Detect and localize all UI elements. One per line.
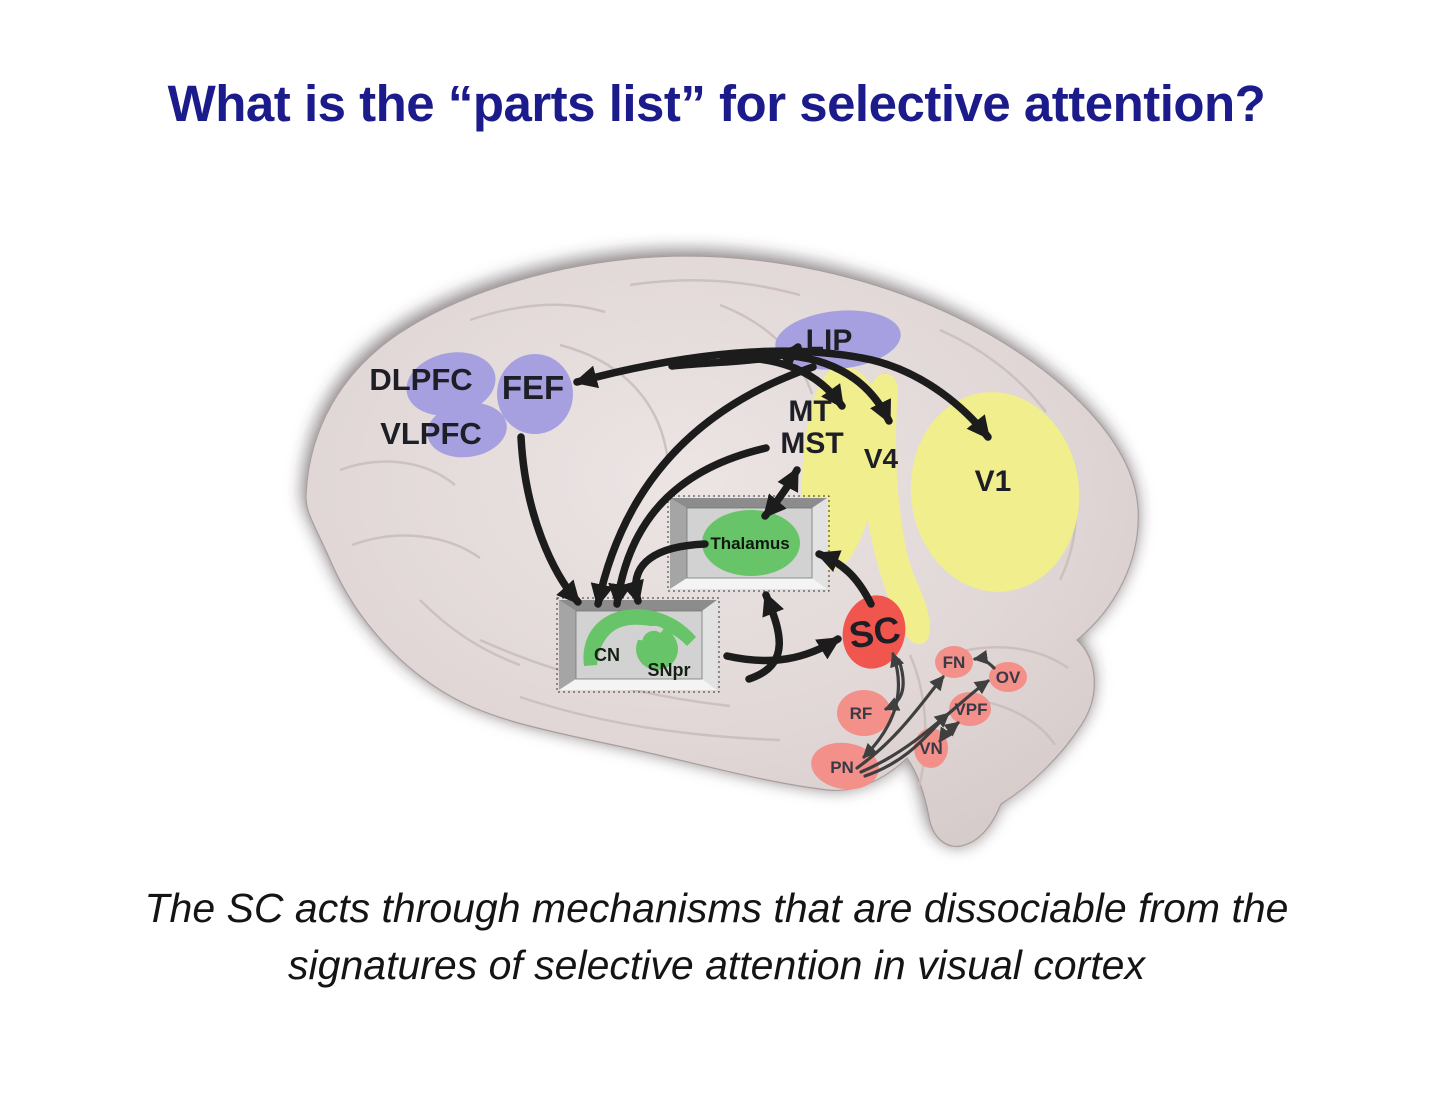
rf-label: RF (850, 704, 873, 723)
arrow-lip-to-bg (590, 363, 817, 608)
sulcus-line (351, 534, 481, 560)
sulcus-line (629, 278, 801, 297)
vlpfc-label: VLPFC (380, 416, 482, 451)
fef-shape (497, 354, 573, 434)
v4-label: V4 (864, 443, 899, 474)
arrow-bg-to-thalamus (745, 591, 785, 683)
ov-shape (989, 662, 1027, 692)
cn-shape (583, 609, 696, 666)
box-bevel-right (812, 498, 827, 589)
region-labels: DLPFC VLPFC FEF LIP MT MST V4 V1 SC (369, 324, 1011, 656)
thalamus-shape (702, 510, 800, 576)
snpr-label: SNpr (647, 660, 690, 680)
page-title: What is the “parts list” for selective a… (167, 75, 1266, 132)
major-pathways (517, 343, 992, 683)
slide-caption: The SC acts through mechanisms that are … (0, 880, 1433, 993)
dlpfc-shape (406, 352, 496, 416)
arrow-trunk-to-mt (720, 353, 846, 410)
lip-label: LIP (806, 324, 853, 357)
box-bevel-left (559, 600, 576, 690)
arrow-vpf-vn (938, 721, 960, 743)
pn-label: PN (830, 758, 854, 777)
arrow-mst-to-bg (608, 444, 770, 608)
ov-label: OV (996, 668, 1021, 687)
vpf-shape (949, 692, 991, 726)
vpf-label: VPF (954, 700, 987, 719)
arrow-pn-to-fn (855, 675, 945, 770)
arrow-fef-to-bg (517, 433, 582, 606)
sulcus-line (908, 654, 927, 791)
sulcus-line (339, 460, 456, 486)
vn-label: VN (919, 739, 943, 758)
sulcus-line (469, 303, 606, 322)
box-bevel-top (670, 498, 827, 508)
arrow-sc-to-rf (883, 658, 905, 711)
thalamus-label: Thalamus (710, 534, 789, 553)
arrow-ov-to-fn (972, 649, 996, 670)
sulcus-line (519, 695, 781, 742)
arrow-snpr-to-sc (723, 635, 842, 665)
sulcus-line (419, 599, 521, 667)
dlpfc-label: DLPFC (369, 362, 472, 397)
caption-line-1: The SC acts through mechanisms that are … (144, 885, 1289, 931)
vlpfc-shape (427, 402, 507, 458)
arrow-sc-to-thalamus (815, 550, 875, 608)
v1-label: V1 (975, 465, 1012, 498)
arrow-mst-thalamus (761, 466, 801, 520)
snpr-curl (637, 625, 664, 641)
basal-ganglia-box: CN SNpr (556, 597, 720, 693)
sc-label: SC (846, 609, 903, 657)
pn-shape (811, 742, 879, 790)
box-bevel-bottom (559, 679, 717, 690)
mst-label: MST (780, 427, 843, 460)
box-bevel-right (702, 600, 717, 690)
fef-label: FEF (502, 369, 564, 406)
mt-label: MT (788, 395, 831, 428)
fn-shape (935, 646, 973, 678)
sc-region (842, 595, 906, 669)
arrow-trunk-to-v4 (756, 351, 893, 425)
nucleus-labels: FN OV RF VPF VN PN (830, 653, 1021, 777)
box-bevel-bottom (670, 578, 827, 589)
fn-label: FN (943, 653, 966, 672)
arrow-pn-to-vpf (863, 712, 950, 778)
arrow-thalamus-to-bg (621, 540, 709, 605)
arrow-fef-v1-trunk (573, 347, 992, 441)
brainstem-pathways (855, 649, 996, 778)
sulcus-line (939, 328, 1047, 413)
v4-shape (863, 373, 930, 645)
caption-line-2: signatures of selective attention in vis… (288, 941, 1145, 988)
v1-shape (910, 392, 1080, 592)
snpr-shape (636, 628, 678, 670)
thalamus-box-dotted-border (667, 495, 830, 592)
sc-shape (842, 595, 906, 669)
cn-label: CN (594, 645, 620, 665)
